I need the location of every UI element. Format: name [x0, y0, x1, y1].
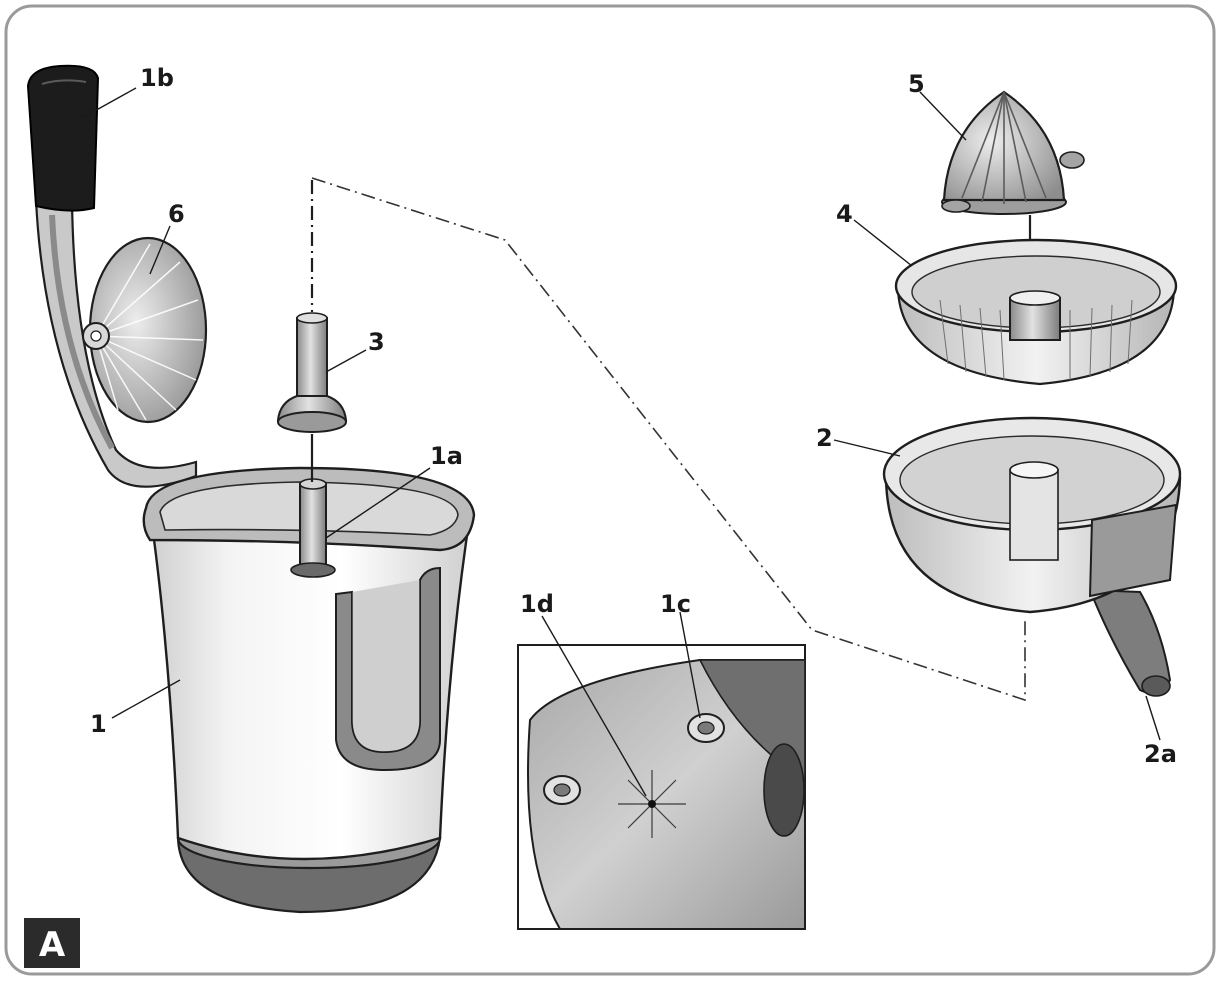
- figure-badge: A: [24, 918, 80, 968]
- callout-2: 2: [816, 424, 833, 452]
- assembly-line-dash: [311, 177, 1026, 702]
- detail-inset-underside: [517, 644, 806, 930]
- callout-1b: 1b: [140, 64, 174, 92]
- part-6-press-cone: [82, 236, 208, 424]
- callout-2a: 2a: [1144, 740, 1177, 768]
- part-1c-foot-peg-2: [543, 775, 581, 805]
- part-1a-spindle: [290, 478, 336, 578]
- callout-1c: 1c: [660, 590, 691, 618]
- callout-6: 6: [168, 200, 185, 228]
- part-1c-foot-peg: [687, 713, 725, 743]
- part-1-base-body: [142, 466, 476, 914]
- figure-badge-label: A: [39, 925, 66, 965]
- callout-5: 5: [908, 70, 925, 98]
- callout-4: 4: [836, 200, 853, 228]
- callout-3: 3: [368, 328, 385, 356]
- part-4-strainer: [894, 238, 1178, 386]
- callout-1a: 1a: [430, 442, 463, 470]
- part-1d-marker: [648, 800, 656, 808]
- part-3-adapter: [276, 312, 348, 433]
- part-5-reamer-cone: [941, 90, 1085, 215]
- part-1b-lever-arm: [26, 64, 198, 488]
- callout-1: 1: [90, 710, 107, 738]
- part-2-juice-bowl: [882, 416, 1182, 697]
- callout-1d: 1d: [520, 590, 554, 618]
